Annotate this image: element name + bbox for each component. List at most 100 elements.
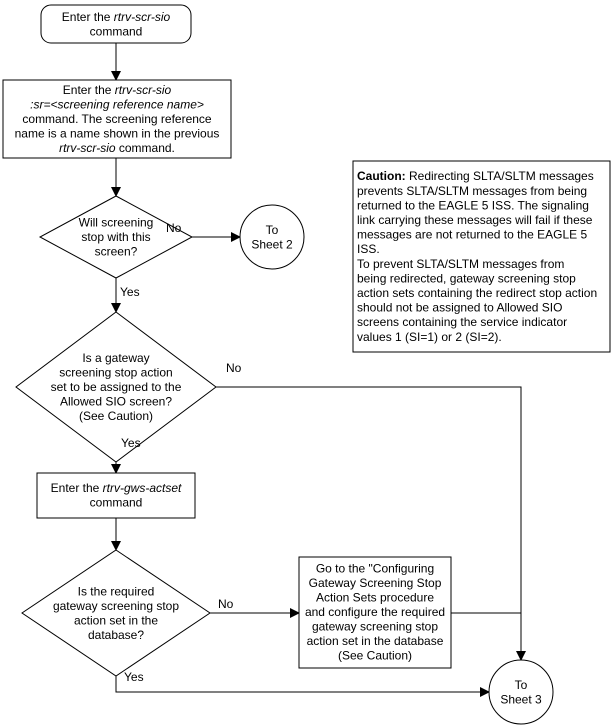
text-segment: (See Caution) — [79, 409, 153, 423]
decision-assign-stop-action-line: screening stop action — [59, 366, 172, 380]
text-segment: command. — [116, 141, 175, 155]
decision-assign-stop-action-line: Is a gateway — [82, 351, 149, 365]
text-segment: gateway screening stop — [312, 620, 438, 634]
text-segment: and configure the required — [305, 605, 445, 619]
text-segment: rtrv-gws-actset — [103, 481, 182, 495]
text-segment: Is the required — [78, 584, 155, 598]
enter-actset-process — [36, 472, 196, 519]
configure-actset-process-line: action set in the database — [307, 634, 444, 648]
text-segment: Is a gateway — [82, 351, 149, 365]
configure-actset-process-line: Gateway Screening Stop — [309, 576, 442, 590]
enter-sr-process-line: rtrv-scr-sio command. — [59, 141, 175, 155]
connector-to-sheet-2-line: Sheet 2 — [251, 237, 293, 251]
decision-screening-stop-line: screen? — [95, 245, 138, 259]
connector-to-sheet-2-line: To — [266, 223, 279, 237]
text-segment: set to be assigned to the — [51, 380, 182, 394]
caution-text-line: values 1 (SI=1) or 2 (SI=2). — [357, 330, 502, 344]
text-segment: rtrv-scr-sio — [59, 141, 116, 155]
configure-actset-process-line: and configure the required — [305, 605, 445, 619]
text-segment: :sr=<screening reference name> — [30, 98, 204, 112]
configure-actset-process-line: gateway screening stop — [312, 620, 438, 634]
text-segment: command — [90, 24, 143, 38]
text-segment: screen? — [95, 245, 138, 259]
connector-to-sheet-3-line: Sheet 3 — [500, 692, 542, 706]
text-segment: action set in the database — [307, 634, 444, 648]
edge-label-indb-no: No — [218, 597, 234, 611]
decision-actset-in-db-line: action set in the — [74, 613, 158, 627]
edge-label-assign-no: No — [226, 361, 242, 375]
caution-text-line: returned to the EAGLE 5 ISS. The signali… — [357, 198, 589, 212]
edge-label-indb-yes: Yes — [124, 670, 144, 684]
enter-sr-process — [2, 79, 232, 159]
text-segment: To — [515, 678, 528, 692]
caution-text-line: To prevent SLTA/SLTM messages from — [357, 257, 564, 271]
caution-text-line: link carrying these messages will fail i… — [357, 213, 593, 227]
enter-sr-process-line: name is a name shown in the previous — [15, 127, 220, 141]
configure-actset-process-line: Action Sets procedure — [316, 591, 434, 605]
enter-actset-process-line: command — [90, 495, 143, 509]
text-segment: To prevent SLTA/SLTM messages from — [357, 257, 564, 271]
enter-sr-process-line: command. The screening reference — [22, 112, 212, 126]
decision-assign-stop-action — [15, 311, 217, 463]
enter-sr-process-line: Enter the rtrv-scr-sio — [63, 83, 172, 97]
text-segment: Allowed SIO screen? — [60, 395, 172, 409]
text-segment: gateway screening stop — [53, 599, 179, 613]
enter-actset-process-line: Enter the rtrv-gws-actset — [51, 481, 182, 495]
edge-label-stop-yes: Yes — [120, 285, 140, 299]
text-segment: values 1 (SI=1) or 2 (SI=2). — [357, 330, 502, 344]
caution-text-line: screens containing the service indicator — [357, 315, 567, 329]
text-segment: Will screening — [79, 216, 154, 230]
text-segment: returned to the EAGLE 5 ISS. The signali… — [357, 198, 589, 212]
caution-text-line: being redirected, gateway screening stop — [357, 271, 576, 285]
text-segment: To — [266, 223, 279, 237]
configure-actset-process-line: (See Caution) — [338, 649, 412, 663]
text-segment: stop with this — [81, 230, 150, 244]
connector-to-sheet-2 — [239, 204, 305, 270]
decision-screening-stop — [38, 195, 194, 279]
text-segment: Sheet 3 — [500, 692, 542, 706]
text-segment: Action Sets procedure — [316, 591, 434, 605]
decision-actset-in-db-line: database? — [88, 628, 144, 642]
connector-to-sheet-3-line: To — [515, 678, 528, 692]
edge-assign-no — [216, 386, 526, 661]
caution-text-line: action sets containing the redirect stop… — [357, 286, 597, 300]
text-segment: rtrv-scr-sio — [114, 10, 171, 24]
text-segment: screening stop action — [59, 366, 172, 380]
text-segment: name is a name shown in the previous — [15, 127, 220, 141]
text-segment: should not be assigned to Allowed SIO — [357, 301, 562, 315]
text-segment: rtrv-scr-sio — [115, 83, 172, 97]
caution-text-line: ISS. — [357, 242, 380, 256]
start-terminal-line: command — [90, 24, 143, 38]
decision-assign-stop-action-line: (See Caution) — [79, 409, 153, 423]
text-segment: command. The screening reference — [22, 112, 212, 126]
edge-label-assign-yes: Yes — [121, 436, 141, 450]
edge-indb-yes — [115, 676, 490, 697]
text-segment: Redirecting SLTA/SLTM messages — [406, 169, 594, 183]
decision-screening-stop-line: stop with this — [81, 230, 150, 244]
enter-sr-process-line: :sr=<screening reference name> — [30, 98, 204, 112]
text-segment: Enter the — [62, 10, 114, 24]
decision-actset-in-db — [21, 549, 211, 677]
decision-assign-stop-action-line: set to be assigned to the — [51, 380, 182, 394]
decision-screening-stop-line: Will screening — [79, 216, 154, 230]
text-segment: action sets containing the redirect stop… — [357, 286, 597, 300]
caution-text-line: should not be assigned to Allowed SIO — [357, 301, 562, 315]
text-segment: command — [90, 495, 143, 509]
decision-actset-in-db-line: Is the required — [78, 584, 155, 598]
connector-to-sheet-3 — [488, 659, 554, 725]
text-segment: ISS. — [357, 242, 380, 256]
text-segment: Go to the "Configuring — [316, 562, 434, 576]
decision-assign-stop-action-line: Allowed SIO screen? — [60, 395, 172, 409]
start-terminal — [40, 4, 192, 44]
text-segment: Enter the — [51, 481, 103, 495]
configure-actset-process-line: Go to the "Configuring — [316, 562, 434, 576]
edge-label-stop-no: No — [166, 221, 182, 235]
configure-actset-process — [298, 556, 452, 669]
start-terminal-line: Enter the rtrv-scr-sio — [62, 10, 171, 24]
text-segment: Sheet 2 — [251, 237, 293, 251]
caution-text-line: messages are not returned to the EAGLE 5 — [357, 228, 587, 242]
text-segment: Gateway Screening Stop — [309, 576, 442, 590]
decision-actset-in-db-line: gateway screening stop — [53, 599, 179, 613]
text-segment: being redirected, gateway screening stop — [357, 271, 576, 285]
